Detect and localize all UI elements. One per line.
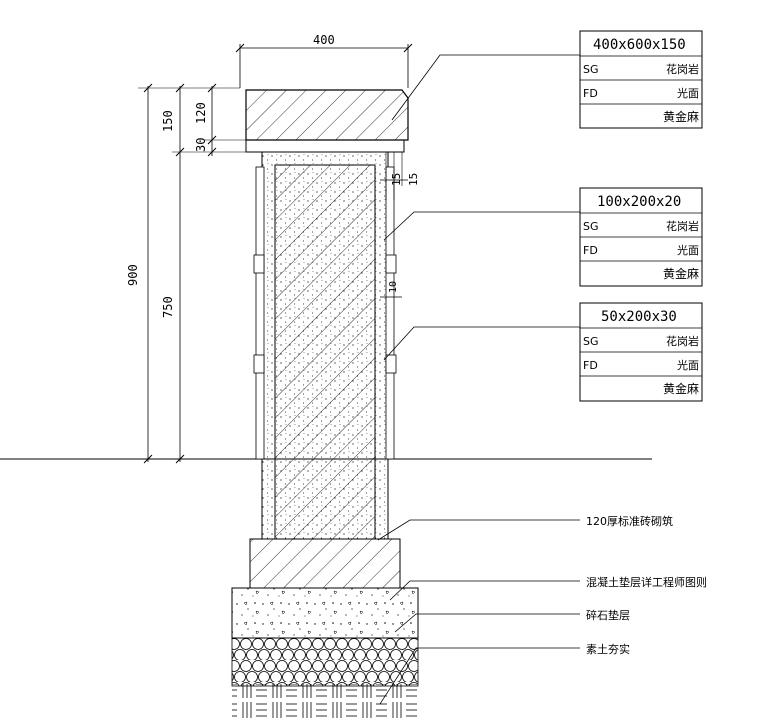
note-concrete: 混凝土垫层详工程师图则 xyxy=(586,575,707,589)
leader-line xyxy=(391,54,580,121)
footing-block xyxy=(249,538,401,589)
spec-sg-code: SG xyxy=(583,335,599,348)
spec-size: 100x200x20 xyxy=(597,194,681,210)
spec-sg-value: 花岗岩 xyxy=(666,62,699,76)
leader-line xyxy=(379,647,580,705)
leader-line xyxy=(394,613,580,633)
brick-core xyxy=(274,164,376,540)
note-gravel: 碎石垫层 xyxy=(586,608,630,622)
dim-total-height: 900 xyxy=(126,264,140,286)
note-brick: 120厚标准砖砌筑 xyxy=(586,514,673,528)
spec-fd-value: 光面 xyxy=(677,243,699,257)
cap-stone xyxy=(245,89,409,141)
spec-material: 黄金麻 xyxy=(663,381,699,396)
spec-sg-code: SG xyxy=(583,63,599,76)
spec-size: 50x200x30 xyxy=(601,309,677,325)
leader-line xyxy=(377,519,580,541)
dim-tick xyxy=(235,43,245,53)
gravel-bed xyxy=(231,637,419,687)
dim-tick xyxy=(143,454,153,464)
stone-facing-left xyxy=(255,166,265,460)
spec-material: 黄金麻 xyxy=(663,109,699,124)
dim-top-width: 400 xyxy=(313,33,335,47)
spec-table-3: 50x200x30 SG 花岗岩 FD 光面 黄金麻 xyxy=(579,302,703,402)
dim-tick xyxy=(175,83,185,93)
dim-joint: 10 xyxy=(388,281,399,293)
dim-cap-gap: 30 xyxy=(194,138,208,152)
dim-tick xyxy=(175,454,185,464)
dim-tick xyxy=(403,43,413,53)
spec-sg-code: SG xyxy=(583,220,599,233)
leader-line xyxy=(383,211,580,241)
dim-tick xyxy=(207,83,217,93)
spec-material: 黄金麻 xyxy=(663,266,699,281)
dim-facing-b: 15 xyxy=(407,173,420,186)
stone-joint-block xyxy=(253,354,265,374)
leader-line xyxy=(383,326,580,361)
spec-table-1: 400x600x150 SG 花岗岩 FD 光面 黄金麻 xyxy=(579,30,703,129)
spec-fd-code: FD xyxy=(583,87,598,100)
spec-sg-value: 花岗岩 xyxy=(666,334,699,348)
leader-line xyxy=(389,580,580,601)
dim-cap-stone: 120 xyxy=(194,102,208,124)
cap-bed-strip xyxy=(245,139,405,153)
spec-table-2: 100x200x20 SG 花岗岩 FD 光面 黄金麻 xyxy=(579,187,703,287)
spec-sg-value: 花岗岩 xyxy=(666,219,699,233)
note-soil: 素土夯实 xyxy=(586,642,630,656)
spec-fd-code: FD xyxy=(583,359,598,372)
dim-tick xyxy=(207,147,217,157)
spec-fd-value: 光面 xyxy=(677,86,699,100)
stone-joint-block xyxy=(385,354,397,374)
spec-fd-code: FD xyxy=(583,244,598,257)
stone-joint-block xyxy=(385,254,397,274)
concrete-bed xyxy=(231,587,419,639)
stone-joint-block xyxy=(253,254,265,274)
dim-cap-total: 150 xyxy=(161,110,175,132)
dim-shaft-height: 750 xyxy=(161,296,175,318)
stone-facing-right xyxy=(385,166,395,460)
spec-size: 400x600x150 xyxy=(593,37,686,53)
dim-facing-a: 15 xyxy=(390,173,403,186)
spec-fd-value: 光面 xyxy=(677,358,699,372)
compacted-soil xyxy=(232,684,418,721)
